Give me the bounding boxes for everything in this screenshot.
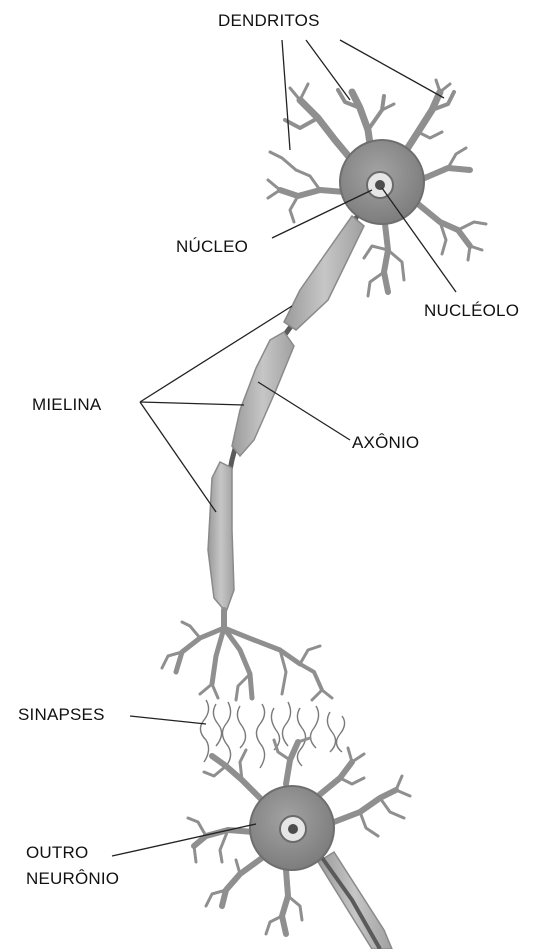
axon-terminals <box>162 610 332 700</box>
leader-mielina-3 <box>140 402 216 512</box>
lower-nucleolus <box>288 824 298 834</box>
label-nucleo: NÚCLEO <box>176 238 248 255</box>
leader-outro-neuronio <box>112 824 256 856</box>
label-outro-neuronio: OUTRO NEURÔNIO <box>26 840 119 892</box>
myelin-segment-3 <box>208 462 234 612</box>
label-mielina: MIELINA <box>32 396 101 413</box>
leader-dendritos-1 <box>282 40 290 150</box>
upper-nucleolus <box>375 180 385 190</box>
leader-sinapses <box>130 716 206 724</box>
myelin-segment-2 <box>232 332 294 456</box>
synapse-signals <box>200 700 344 768</box>
label-axonio: AXÔNIO <box>352 434 419 451</box>
leader-mielina-2 <box>140 402 244 405</box>
label-sinapses: SINAPSES <box>18 706 105 723</box>
label-outro-neuronio-line1: OUTRO <box>26 840 119 866</box>
label-dendritos: DENDRITOS <box>218 12 320 29</box>
axon-group <box>208 216 364 612</box>
leader-dendritos-2 <box>306 40 350 100</box>
leader-dendritos-3 <box>340 40 444 98</box>
label-outro-neuronio-line2: NEURÔNIO <box>26 866 119 892</box>
myelin-segment-1 <box>284 216 364 330</box>
label-nucleolo: NUCLÉOLO <box>424 302 519 319</box>
leader-axonio <box>258 382 350 440</box>
